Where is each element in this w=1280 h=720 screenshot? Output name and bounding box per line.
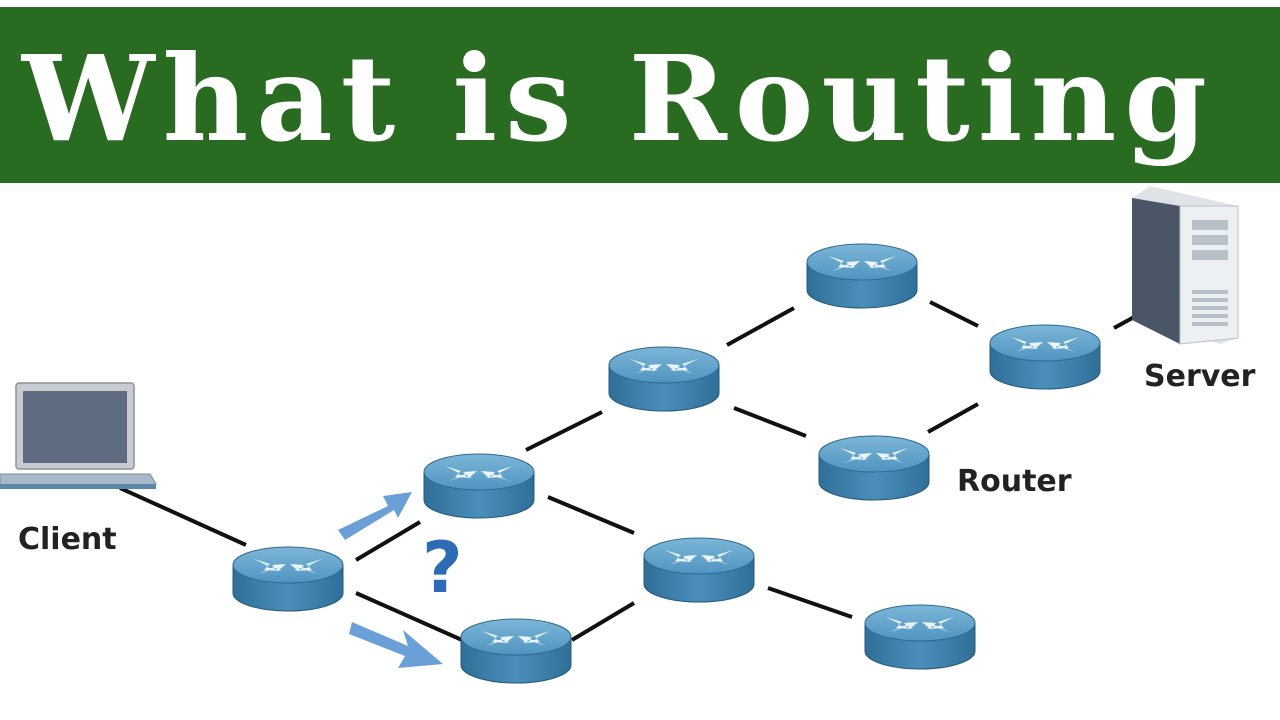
router-8 bbox=[990, 325, 1100, 389]
router-3 bbox=[609, 347, 719, 411]
client-label: Client bbox=[18, 522, 117, 557]
arrow-icon bbox=[349, 622, 443, 668]
router-7 bbox=[819, 436, 929, 500]
link-r2-r6 bbox=[548, 497, 634, 533]
link-r6-r9 bbox=[768, 588, 852, 617]
router-icon bbox=[233, 547, 343, 611]
router-2 bbox=[424, 454, 534, 518]
router-icon bbox=[865, 605, 975, 669]
router-icon bbox=[644, 538, 754, 602]
link-r7-r8 bbox=[928, 404, 978, 432]
router-1 bbox=[233, 547, 343, 611]
server-icon bbox=[1132, 186, 1238, 344]
router-icon bbox=[461, 619, 571, 683]
router-6 bbox=[644, 538, 754, 602]
router-icon bbox=[990, 325, 1100, 389]
router-icon bbox=[807, 244, 917, 308]
link-r5-r6 bbox=[572, 603, 634, 640]
link-r3-r4 bbox=[727, 308, 794, 345]
laptop-icon bbox=[0, 383, 156, 489]
link-client-r1 bbox=[120, 488, 246, 545]
router-label: Router bbox=[957, 464, 1072, 499]
router-icon bbox=[819, 436, 929, 500]
server-label: Server bbox=[1144, 359, 1255, 394]
router-icon bbox=[424, 454, 534, 518]
router-icon bbox=[609, 347, 719, 411]
router-4 bbox=[807, 244, 917, 308]
router-9 bbox=[865, 605, 975, 669]
router-5 bbox=[461, 619, 571, 683]
link-r2-r3 bbox=[526, 412, 602, 450]
link-r3-r7 bbox=[734, 408, 806, 436]
link-r1-r2 bbox=[356, 522, 420, 560]
question-mark-icon: ? bbox=[422, 528, 463, 608]
link-r4-r8 bbox=[930, 302, 978, 326]
